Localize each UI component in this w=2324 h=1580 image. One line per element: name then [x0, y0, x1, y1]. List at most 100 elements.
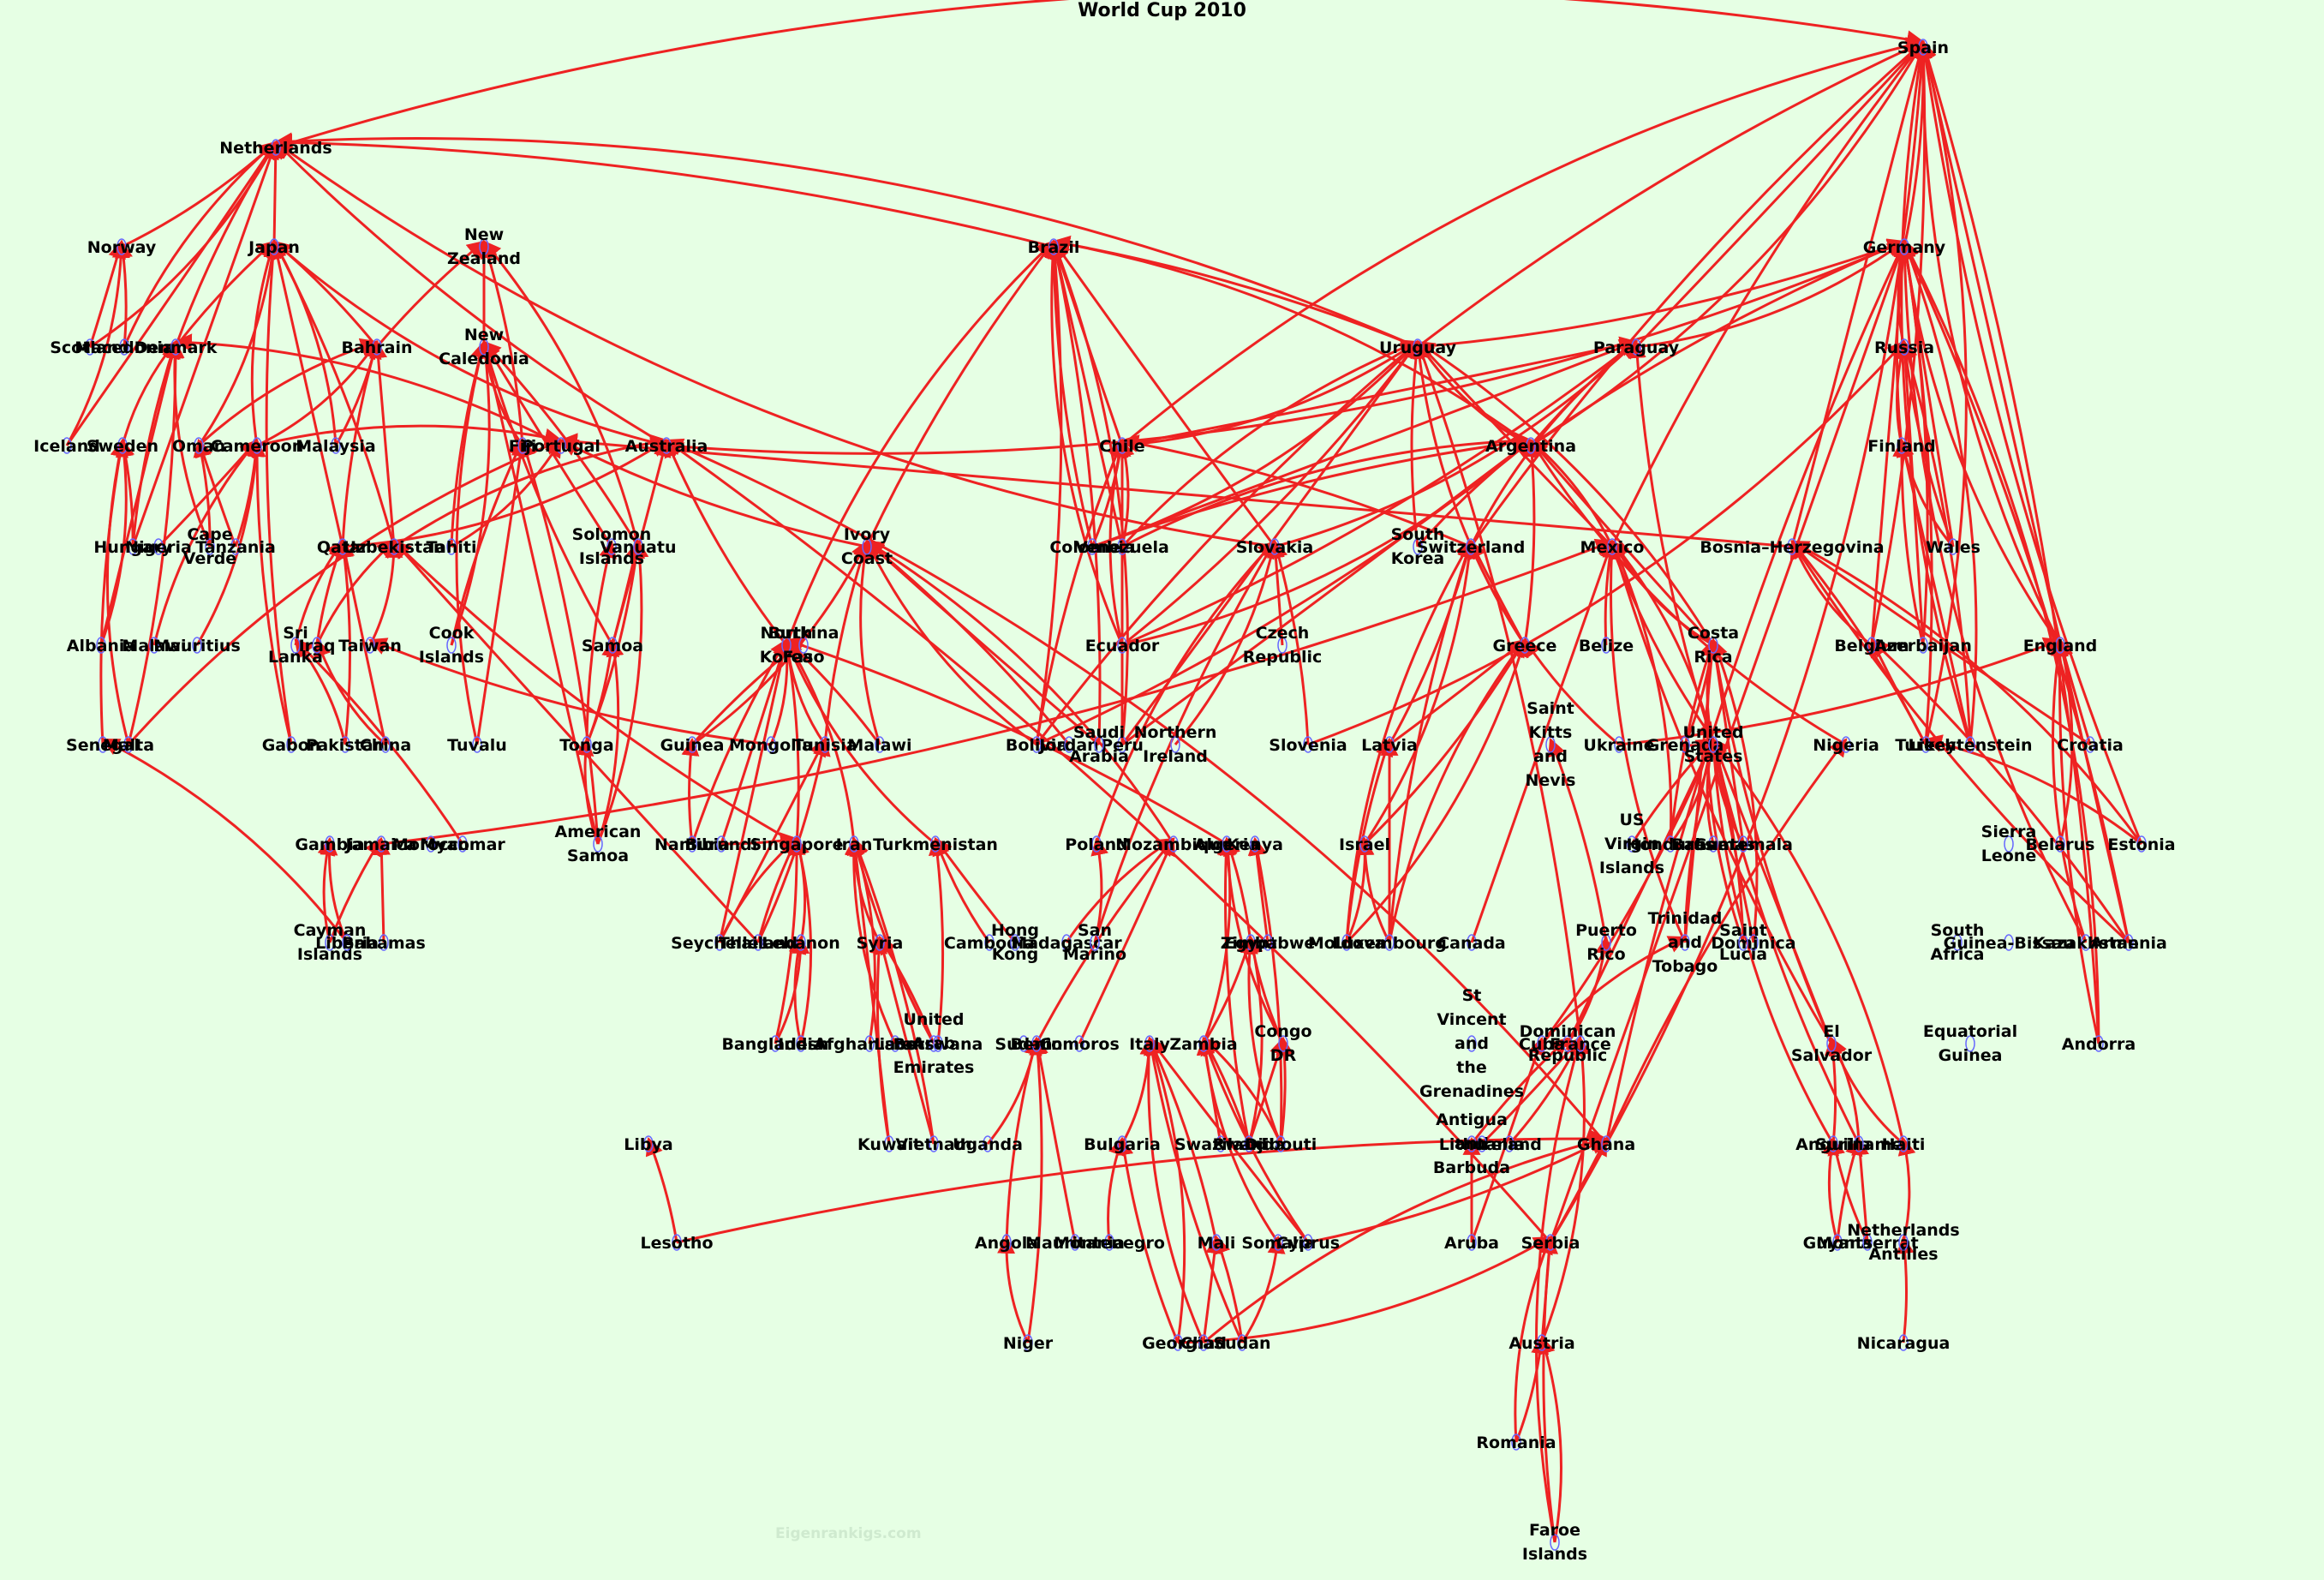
- node-poland[interactable]: Poland: [1065, 835, 1127, 854]
- node-laos[interactable]: Laos: [874, 1035, 916, 1054]
- node-burundi[interactable]: Burundi: [685, 835, 758, 854]
- node-turkmenistan[interactable]: Turkmenistan: [873, 835, 998, 854]
- node-zimbabwe[interactable]: Zimbabwe: [1221, 934, 1316, 953]
- node-uganda[interactable]: Uganda: [953, 1135, 1023, 1154]
- node-macedonia[interactable]: Macedonia: [75, 338, 173, 357]
- node-paraguay[interactable]: Paraguay: [1593, 338, 1680, 357]
- node-india[interactable]: India: [778, 1035, 824, 1054]
- node-myanmar[interactable]: Myanmar: [420, 835, 505, 854]
- node-syria[interactable]: Syria: [857, 934, 904, 953]
- node-djibouti[interactable]: Djibouti: [1245, 1135, 1317, 1154]
- node-qatar[interactable]: Qatar: [317, 538, 369, 557]
- node-belgium[interactable]: Belgium: [1834, 637, 1909, 655]
- node-niger[interactable]: Niger: [1003, 1334, 1054, 1353]
- node-seychelles[interactable]: Seychelles: [671, 934, 768, 953]
- node-austria[interactable]: Austria: [1509, 1334, 1574, 1353]
- node-venezuela[interactable]: Venezuela: [1075, 538, 1169, 557]
- node-peru[interactable]: Peru: [1101, 736, 1144, 755]
- node-ghana[interactable]: Ghana: [1577, 1135, 1635, 1154]
- node-ukraine[interactable]: Ukraine: [1583, 736, 1654, 755]
- node-ecuador[interactable]: Ecuador: [1085, 637, 1160, 655]
- node-malawi[interactable]: Malawi: [847, 736, 911, 755]
- node-iceland[interactable]: Iceland: [33, 437, 100, 456]
- node-japan[interactable]: Japan: [247, 238, 300, 257]
- node-luxembourg[interactable]: Luxembourg: [1332, 934, 1447, 953]
- node-kenya[interactable]: Kenya: [1227, 835, 1283, 854]
- node-aruba[interactable]: Aruba: [1444, 1234, 1499, 1253]
- node-chile[interactable]: Chile: [1099, 437, 1144, 456]
- node-comoros[interactable]: Comoros: [1039, 1035, 1120, 1054]
- node-malawi-top[interactable]: Malawi: [122, 637, 186, 655]
- node-mexico[interactable]: Mexico: [1580, 538, 1645, 557]
- node-andorra[interactable]: Andorra: [2062, 1035, 2136, 1054]
- node-mozambique[interactable]: Mozambique: [1115, 835, 1232, 854]
- node-colombia[interactable]: Colombia: [1049, 538, 1134, 557]
- node-guinea[interactable]: Guinea: [660, 736, 725, 755]
- node-vietnam[interactable]: Vietnam: [896, 1135, 972, 1154]
- node-bahrain[interactable]: Bahrain: [341, 338, 412, 357]
- node-cameroon[interactable]: Cameroon: [211, 437, 303, 456]
- node-germany[interactable]: Germany: [1863, 238, 1946, 257]
- node-anguilla[interactable]: Anguilla: [1795, 1135, 1871, 1154]
- node-vanuatu[interactable]: Vanuatu: [600, 538, 677, 557]
- node-switzerland[interactable]: Switzerland: [1417, 538, 1526, 557]
- node-afghanistan[interactable]: Afghanistan: [814, 1035, 925, 1054]
- node-pakistan[interactable]: Pakistan: [306, 736, 385, 755]
- node-morocco[interactable]: Morocco: [392, 835, 469, 854]
- node-haiti[interactable]: Haiti: [1882, 1135, 1926, 1154]
- node-benin[interactable]: Benin: [1011, 1035, 1063, 1054]
- node-latvia[interactable]: Latvia: [1361, 736, 1418, 755]
- node-iran[interactable]: Iran: [836, 835, 873, 854]
- node-china[interactable]: China: [360, 736, 411, 755]
- node-swaziland[interactable]: Swaziland: [1174, 1135, 1267, 1154]
- node-somalia[interactable]: Somalia: [1241, 1234, 1314, 1253]
- node-sweden[interactable]: Sweden: [87, 437, 158, 456]
- node-belarus[interactable]: Belarus: [2026, 835, 2095, 854]
- node-angola[interactable]: Angola: [975, 1234, 1038, 1253]
- node-denmark[interactable]: Denmark: [134, 338, 218, 357]
- node-taiwan[interactable]: Taiwan: [338, 637, 402, 655]
- node-bolivia[interactable]: Bolivia: [1006, 736, 1067, 755]
- node-thailand[interactable]: Thailand: [719, 934, 798, 953]
- node-malaysia[interactable]: Malaysia: [296, 437, 376, 456]
- node-serbia[interactable]: Serbia: [1521, 1234, 1580, 1253]
- node-algeria[interactable]: Algeria: [1194, 835, 1259, 854]
- node-guyana[interactable]: Guyana: [1803, 1234, 1873, 1253]
- node-bahamas[interactable]: Bahamas: [342, 934, 426, 953]
- node-suriname[interactable]: Suriname: [1815, 1135, 1903, 1154]
- node-cuba[interactable]: Cuba: [1519, 1035, 1565, 1054]
- node-botswana[interactable]: Botswana: [893, 1035, 983, 1054]
- node-australia[interactable]: Australia: [625, 437, 708, 456]
- node-estonia[interactable]: Estonia: [2107, 835, 2175, 854]
- node-singapore[interactable]: Singapore: [750, 835, 843, 854]
- node-argentina[interactable]: Argentina: [1485, 437, 1576, 456]
- node-georgia[interactable]: Georgia: [1142, 1334, 1214, 1353]
- node-montserrat[interactable]: Montserrat: [1816, 1234, 1918, 1253]
- node-slovenia[interactable]: Slovenia: [1269, 736, 1347, 755]
- node-france[interactable]: France: [1550, 1035, 1611, 1054]
- node-tahiti[interactable]: Tahiti: [427, 538, 477, 557]
- node-fiji[interactable]: Fiji: [509, 437, 537, 456]
- node-portugal[interactable]: Portugal: [522, 437, 600, 456]
- node-bangladesh[interactable]: Bangladesh: [721, 1035, 828, 1054]
- node-hungary[interactable]: Hungary: [93, 538, 172, 557]
- node-wales[interactable]: Wales: [1926, 538, 1980, 557]
